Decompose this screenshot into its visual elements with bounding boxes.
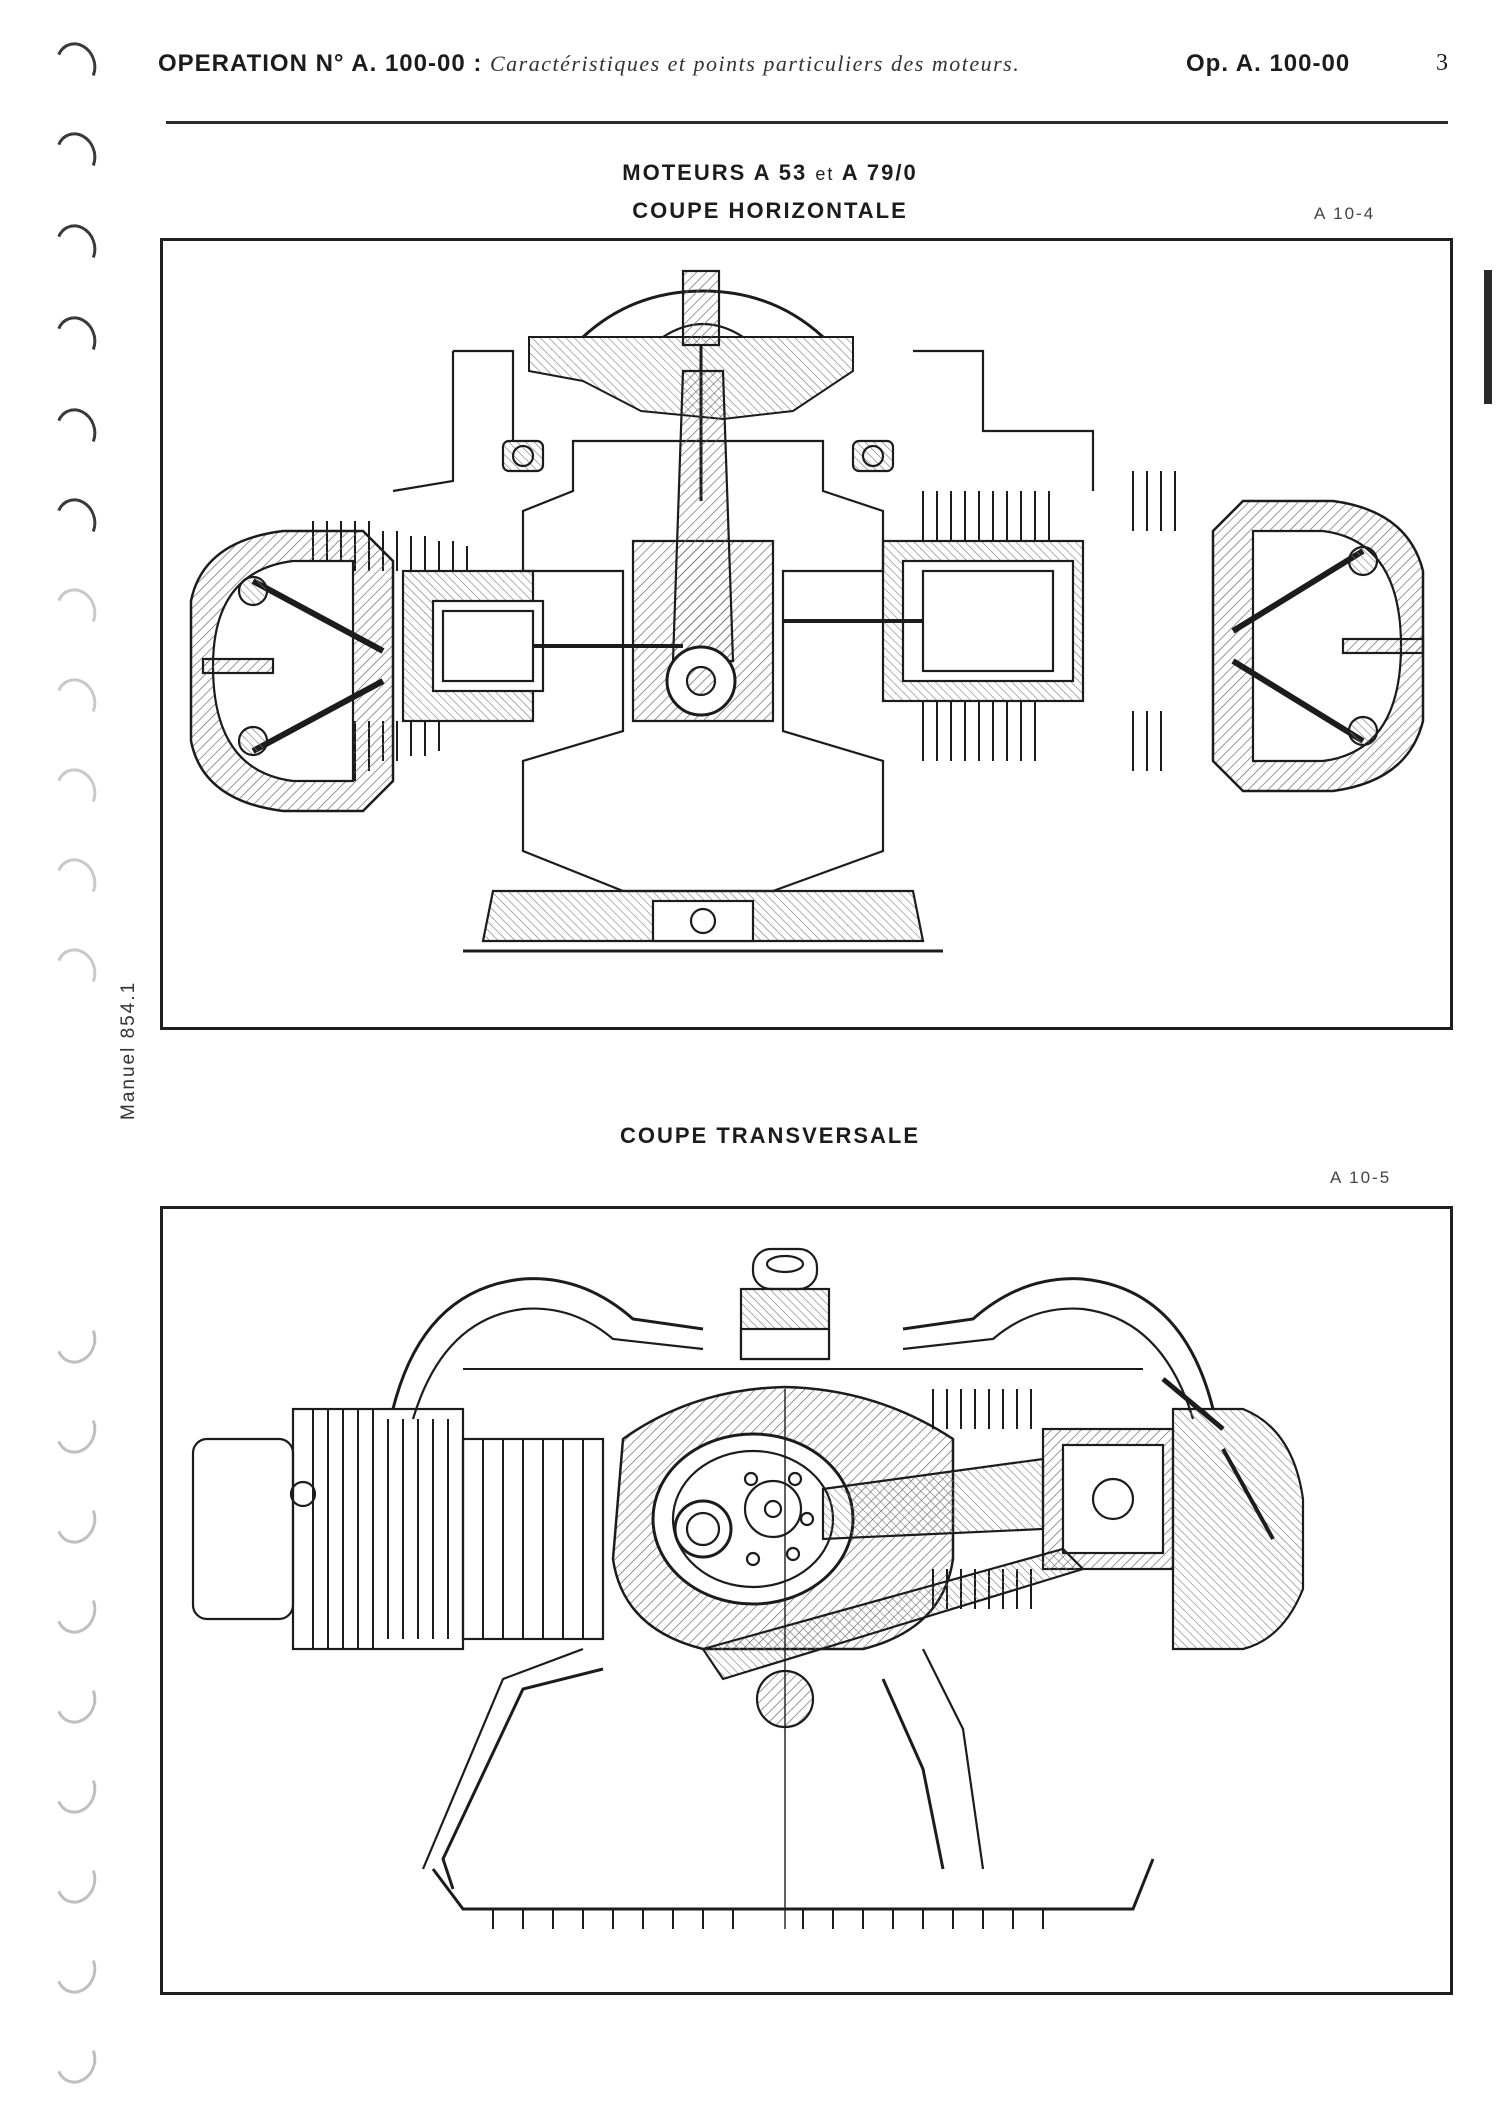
binder-hole (49, 1852, 103, 1910)
binder-hole (49, 1312, 103, 1370)
binder-hole (49, 1942, 103, 2000)
binder-hole (49, 582, 103, 640)
binder-hole (49, 492, 103, 550)
binder-hole (49, 852, 103, 910)
horizontal-section-drawing (189, 269, 1425, 953)
figure2-box (160, 1206, 1453, 1995)
binder-hole (49, 1762, 103, 1820)
figure1-ref: A 10-4 (1314, 204, 1376, 223)
figure1-engine-a: MOTEURS A 53 (622, 160, 808, 185)
page-number: 3 (1436, 50, 1448, 76)
binder-hole (49, 762, 103, 820)
margin-marker (1484, 270, 1492, 404)
binder-hole (49, 2032, 103, 2090)
manual-label: Manuel 854.1 (118, 980, 139, 1120)
binder-hole (49, 36, 103, 94)
binder-hole (49, 218, 103, 276)
transverse-section-drawing (191, 1247, 1305, 1929)
binder-hole (49, 310, 103, 368)
binder-hole (49, 1672, 103, 1730)
header-rule (166, 121, 1448, 124)
binder-hole (49, 1402, 103, 1460)
figure2-ref: A 10-5 (1330, 1168, 1392, 1187)
binder-hole (49, 1582, 103, 1640)
figure1-engine-b: A 79/0 (841, 160, 918, 185)
binder-holes (38, 28, 108, 2108)
figure1-box (160, 238, 1453, 1030)
binder-hole (49, 402, 103, 460)
figure1-title-line2: COUPE HORIZONTALE (632, 198, 908, 223)
binder-hole (49, 672, 103, 730)
figure1-et: et (815, 164, 835, 184)
operation-title: OPERATION N° A. 100-00 : Caractéristique… (158, 50, 1020, 78)
operation-reference: Op. A. 100-00 (1186, 50, 1351, 77)
operation-number: OPERATION N° A. 100-00 : (158, 50, 483, 77)
figure2-title: COUPE TRANSVERSALE (619, 1123, 921, 1148)
binder-hole (49, 1492, 103, 1550)
page-header: OPERATION N° A. 100-00 : Caractéristique… (158, 50, 1458, 90)
operation-subtitle: Caractéristiques et points particuliers … (490, 51, 1021, 76)
binder-hole (49, 942, 103, 1000)
figure1-title-line1: MOTEURS A 53 et A 79/0 (20, 160, 1500, 186)
